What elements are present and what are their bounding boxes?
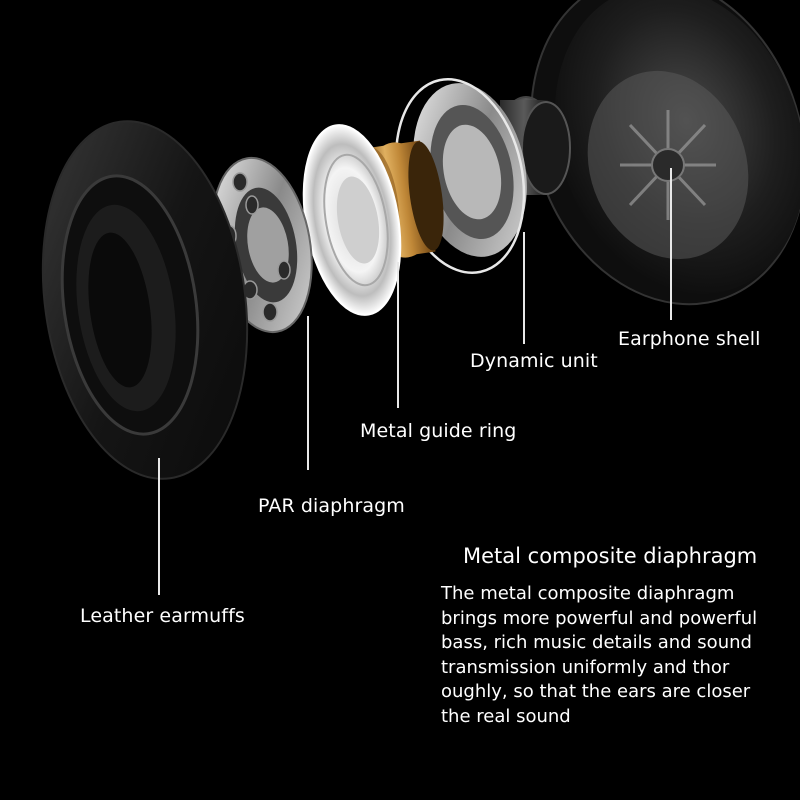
description-title: Metal composite diaphragm <box>463 544 758 568</box>
description-line: bass, rich music details and sound <box>441 632 752 653</box>
description-line: brings more powerful and powerful <box>441 607 758 629</box>
par-diaphragm-part <box>302 124 402 316</box>
metal-guide-ring-label: Metal guide ring <box>360 420 517 442</box>
leather-earmuffs-label: Leather earmuffs <box>80 605 245 627</box>
description-body: The metal composite diaphragm brings mor… <box>441 582 796 729</box>
dynamic-unit-leader-line <box>523 232 525 344</box>
earphone-shell-label: Earphone shell <box>618 328 761 350</box>
par-diaphragm-leader-line <box>307 316 309 470</box>
metal-guide-ring-leader-line <box>397 262 399 408</box>
par-diaphragm-label: PAR diaphragm <box>258 495 405 517</box>
leather-earmuffs-leader-line <box>158 458 160 595</box>
earphone-shell-leader-line <box>670 168 672 320</box>
leather-earmuff-part <box>41 120 249 480</box>
description-line: The metal composite diaphragm <box>441 583 735 604</box>
dynamic-unit-label: Dynamic unit <box>470 350 598 372</box>
description-line: the real sound <box>441 705 571 727</box>
earphone-shell-part <box>530 0 800 306</box>
description-line: oughly, so that the ears are closer <box>441 681 751 702</box>
description-line: transmission uniformly and thor <box>441 656 730 678</box>
